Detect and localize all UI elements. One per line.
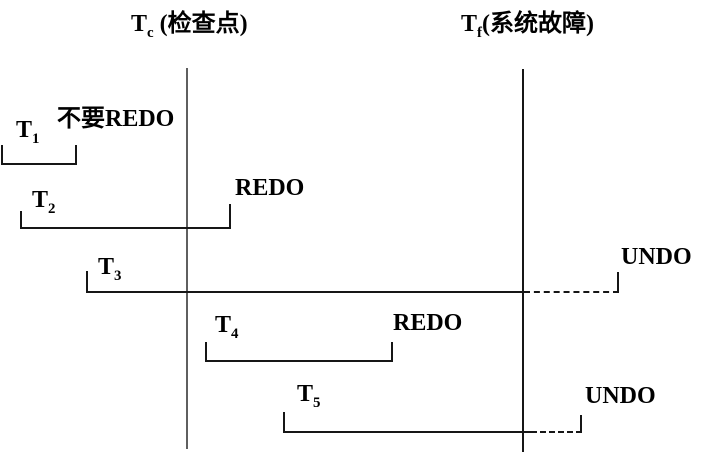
- transaction-id-label: T1: [16, 117, 39, 147]
- recovery-action-label: UNDO: [621, 244, 692, 270]
- transaction-end-tick: [229, 204, 231, 229]
- checkpoint-subscript: c: [147, 24, 154, 41]
- transaction-symbol: T: [16, 117, 33, 143]
- transaction-lifeline: [86, 291, 523, 293]
- transaction-subscript: 5: [313, 394, 321, 411]
- transaction-lifeline-dashed: [531, 431, 582, 433]
- transaction-symbol: T: [297, 381, 314, 407]
- transaction-symbol: T: [98, 254, 115, 280]
- transaction-start-tick: [283, 412, 285, 433]
- transaction-subscript: 1: [32, 130, 40, 147]
- transaction-end-tick: [391, 342, 393, 362]
- transaction-lifeline: [205, 360, 393, 362]
- checkpoint-symbol: T: [131, 11, 148, 37]
- transaction-id-label: T4: [215, 312, 238, 342]
- transaction-lifeline-dashed: [524, 291, 619, 293]
- transaction-subscript: 3: [114, 267, 122, 284]
- recovery-action-label: 不要REDO: [57, 106, 175, 132]
- transaction-subscript: 4: [231, 325, 239, 342]
- failure-header: Tf(系统故障): [461, 11, 594, 41]
- recovery-action-label: UNDO: [585, 383, 656, 409]
- checkpoint-timeline: [186, 68, 188, 449]
- transaction-id-label: T5: [297, 381, 320, 411]
- transaction-lifeline: [20, 227, 231, 229]
- transaction-lifeline: [283, 431, 531, 433]
- checkpoint-header: Tc (检查点): [131, 11, 248, 41]
- transaction-id-label: T2: [32, 187, 55, 217]
- transaction-undo-end-tick: [580, 415, 582, 433]
- failure-subscript: f: [477, 24, 482, 41]
- recovery-action-label: REDO: [393, 310, 463, 336]
- transaction-subscript: 2: [48, 200, 56, 217]
- failure-symbol: T: [461, 11, 478, 37]
- transaction-start-tick: [20, 211, 22, 229]
- checkpoint-caption: (检查点): [153, 11, 248, 37]
- failure-timeline: [522, 69, 524, 452]
- transaction-id-label: T3: [98, 254, 121, 284]
- transaction-start-tick: [1, 145, 3, 165]
- recovery-action-label: REDO: [235, 175, 305, 201]
- transaction-undo-end-tick: [617, 272, 619, 293]
- transaction-symbol: T: [32, 187, 49, 213]
- failure-caption: (系统故障): [481, 11, 594, 37]
- transaction-start-tick: [205, 342, 207, 362]
- transaction-start-tick: [86, 271, 88, 293]
- transaction-symbol: T: [215, 312, 232, 338]
- transaction-end-tick: [75, 145, 77, 165]
- transaction-lifeline: [1, 163, 77, 165]
